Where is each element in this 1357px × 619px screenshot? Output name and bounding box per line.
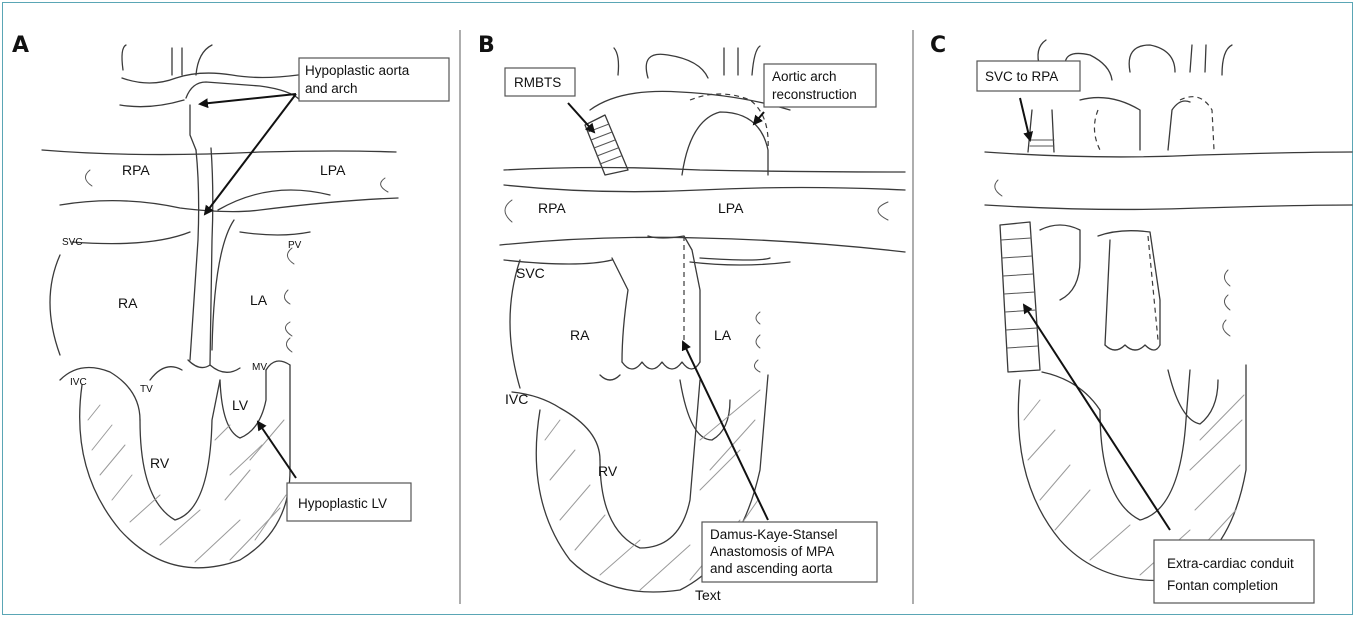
callout-rmbts: RMBTS — [514, 75, 561, 90]
label-ivc: IVC — [505, 391, 528, 407]
label-lpa: LPA — [320, 162, 346, 178]
panel-letter-a: A — [12, 33, 29, 58]
label-la: LA — [250, 292, 268, 308]
callout-hypoplastic-aorta-line1: Hypoplastic aorta — [305, 63, 410, 78]
label-rpa: RPA — [122, 162, 150, 178]
callout-conduit-line2: Fontan completion — [1167, 578, 1278, 593]
label-lv: LV — [232, 397, 249, 413]
label-ivc: IVC — [70, 377, 87, 388]
label-pv: PV — [288, 240, 302, 251]
label-tv: TV — [140, 384, 153, 395]
callout-svc-rpa: SVC to RPA — [985, 69, 1058, 84]
callout-dks-line1: Damus-Kaye-Stansel — [710, 527, 838, 542]
panel-c: C — [930, 33, 1352, 603]
panel-letter-b: B — [478, 33, 495, 58]
panel-letter-c: C — [930, 33, 946, 58]
label-ra: RA — [118, 295, 138, 311]
arrow-arch-reconstruction — [754, 112, 764, 124]
callout-box-conduit — [1154, 540, 1314, 603]
callout-dks-line3: and ascending aorta — [710, 561, 833, 576]
label-svc: SVC — [516, 265, 545, 281]
callout-hypoplastic-aorta-line2: and arch — [305, 81, 358, 96]
label-rpa: RPA — [538, 200, 566, 216]
label-mv: MV — [252, 362, 267, 373]
arrow-conduit — [1024, 305, 1170, 530]
callout-arch-line2: reconstruction — [772, 87, 857, 102]
label-rv: RV — [598, 463, 618, 479]
label-lpa: LPA — [718, 200, 744, 216]
label-svc: SVC — [62, 237, 83, 248]
label-la: LA — [714, 327, 732, 343]
arrow-rmbts — [568, 103, 594, 132]
panel-b: B — [478, 33, 905, 603]
panel-a: A — [12, 33, 449, 568]
footer-text: Text — [695, 587, 721, 603]
arrow-aorta — [200, 94, 296, 104]
callout-conduit-line1: Extra-cardiac conduit — [1167, 556, 1294, 571]
label-rv: RV — [150, 455, 170, 471]
label-ra: RA — [570, 327, 590, 343]
arrow-svc-rpa — [1020, 98, 1030, 140]
callout-arch-line1: Aortic arch — [772, 69, 837, 84]
callout-dks-line2: Anastomosis of MPA — [710, 544, 834, 559]
callout-hypoplastic-lv: Hypoplastic LV — [298, 496, 387, 511]
